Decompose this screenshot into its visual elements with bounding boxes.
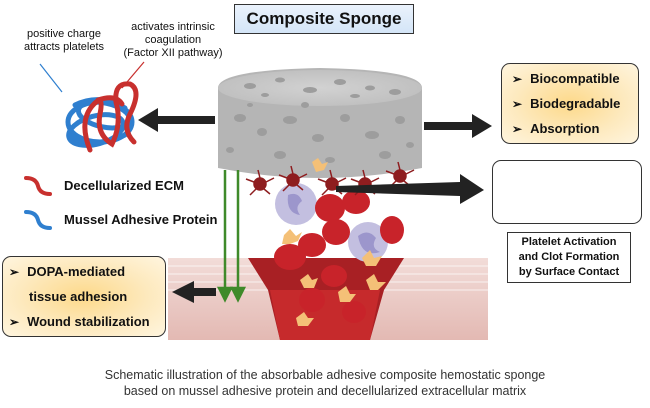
fiber-tangle-icon [65,81,139,153]
tissue-icon [168,258,488,340]
properties-box: ➢Biocompatible ➢Biodegradable ➢Absorptio… [501,63,639,144]
caption-line: based on mussel adhesive protein and dec… [123,384,527,398]
adhesion-box: ➢DOPA-mediated tissue adhesion ➢Wound st… [2,256,166,337]
annotation-line: activates intrinsic [131,21,215,33]
legend-label: Decellularized ECM [64,177,184,193]
property-item: ➢Biodegradable [512,96,621,111]
adhesion-item: ➢Wound stabilization [9,314,150,329]
arrow-bullet-icon: ➢ [9,314,20,329]
arrow-bullet-icon: ➢ [9,264,20,279]
legend-item-map: Mussel Adhesive Protein [22,202,217,236]
legend-item-ecm: Decellularized ECM [22,168,217,202]
sponge-icon [218,68,422,178]
annotation-line: (Factor XII pathway) [123,47,223,59]
map-fiber-icon [24,210,52,230]
legend: Decellularized ECM Mussel Adhesive Prote… [22,168,217,236]
arrow-bullet-icon: ➢ [512,121,523,136]
activated-platelets [245,161,415,196]
arrow-bullet-icon: ➢ [512,96,523,111]
annotation-line: coagulation [144,34,202,46]
positive-charge-annotation: positive charge attracts platelets [14,28,114,54]
red-blood-cells [274,190,404,323]
property-item: ➢Absorption [512,121,600,136]
adhesion-item: tissue adhesion [29,289,128,304]
arrow-to-adhesion-box [172,281,216,303]
white-blood-cell-icon [348,222,388,262]
arrow-to-properties [424,114,492,138]
platelet-activation-caption: Platelet Activation and Clot Formation b… [507,232,631,283]
platelet-activation-box [492,160,642,224]
figure-caption: Schematic illustration of the absorbable… [0,367,650,399]
arrow-to-fibers [138,108,215,132]
resting-platelets [282,158,386,326]
intrinsic-coagulation-annotation: activates intrinsic coagulation (Factor … [118,21,228,60]
diagram-title: Composite Sponge [234,4,414,34]
caption-line: Schematic illustration of the absorbable… [104,368,546,382]
arrow-to-platelet-box [336,174,484,204]
ecm-fiber-icon [24,176,52,196]
legend-label: Mussel Adhesive Protein [64,211,218,227]
property-item: ➢Biocompatible [512,71,620,86]
adhesion-arrows [216,170,247,303]
arrow-bullet-icon: ➢ [512,71,523,86]
annotation-line: attracts platelets [23,41,105,53]
annotation-line: positive charge [27,28,101,40]
white-blood-cell-icon [275,183,317,225]
adhesion-item: ➢DOPA-mediated [9,264,126,279]
pointer-line-blue [39,63,63,93]
